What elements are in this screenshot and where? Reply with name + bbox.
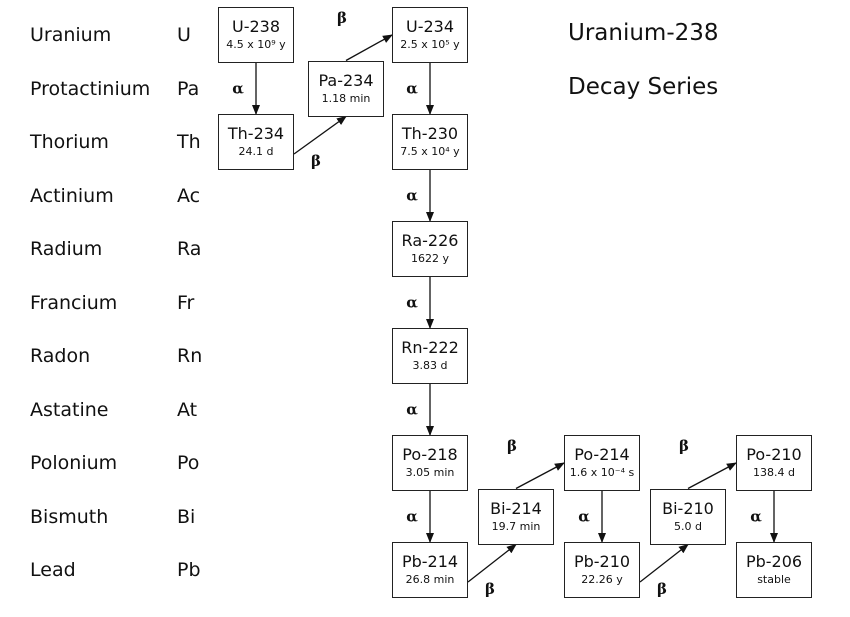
beta-decay-label: β bbox=[311, 152, 321, 170]
diagram-title-line1: Uranium-238 bbox=[568, 20, 719, 46]
nuclide-label: U-234 bbox=[405, 17, 455, 36]
alpha-decay-label: α bbox=[406, 80, 418, 98]
nuclide-label: Bi-214 bbox=[490, 498, 542, 518]
nuclide-box-th-234: Th-234 24.1 d bbox=[218, 114, 294, 170]
element-symbol: Po bbox=[177, 452, 200, 474]
nuclide-box-th-230: Th-230 7.5 x 10⁴ y bbox=[392, 114, 468, 170]
nuclide-label: Pb-210 bbox=[573, 552, 631, 571]
element-symbol: Ra bbox=[177, 238, 202, 260]
decay-arrow bbox=[515, 462, 565, 490]
beta-decay-label: β bbox=[337, 9, 347, 27]
half-life: 1622 y bbox=[410, 252, 449, 265]
alpha-decay-label: α bbox=[232, 80, 244, 98]
alpha-decay-label: α bbox=[578, 508, 590, 526]
element-name: Bismuth bbox=[30, 505, 109, 528]
nuclide-label: Po-218 bbox=[402, 445, 458, 464]
nuclide-box-ra-226: Ra-226 1622 y bbox=[392, 221, 468, 277]
half-life: 5.0 d bbox=[674, 519, 702, 533]
element-symbol: U bbox=[177, 24, 191, 46]
nuclide-box-pb-210: Pb-210 22.26 y bbox=[564, 542, 640, 598]
nuclide-label: Po-214 bbox=[574, 445, 630, 464]
half-life: 1.6 x 10⁻⁴ s bbox=[569, 466, 635, 479]
element-symbol: Pb bbox=[177, 559, 201, 581]
element-name: Actinium bbox=[30, 184, 114, 207]
nuclide-label: Th-230 bbox=[401, 124, 459, 143]
half-life: 2.5 x 10⁵ y bbox=[400, 38, 460, 51]
nuclide-box-rn-222: Rn-222 3.83 d bbox=[392, 328, 468, 384]
nuclide-label: U-238 bbox=[231, 17, 281, 36]
nuclide-box-po-210: Po-210 138.4 d bbox=[736, 435, 812, 491]
nuclide-box-u-238: U-238 4.5 x 10⁹ y bbox=[218, 7, 294, 63]
element-name: Polonium bbox=[30, 452, 118, 474]
element-symbol: Bi bbox=[177, 505, 196, 528]
element-name: Thorium bbox=[30, 131, 109, 153]
diagram-title-line2: Decay Series bbox=[568, 74, 719, 100]
element-name: Uranium bbox=[30, 24, 112, 46]
decay-arrow bbox=[293, 115, 347, 155]
half-life: 26.8 min bbox=[405, 573, 455, 586]
element-symbol: Fr bbox=[177, 291, 195, 314]
nuclide-box-pb-214: Pb-214 26.8 min bbox=[392, 542, 468, 598]
nuclide-box-u-234: U-234 2.5 x 10⁵ y bbox=[392, 7, 468, 63]
nuclide-box-pb-206: Pb-206 stable bbox=[736, 542, 812, 598]
half-life: stable bbox=[757, 573, 791, 586]
nuclide-box-po-214: Po-214 1.6 x 10⁻⁴ s bbox=[564, 435, 640, 491]
element-symbol: Rn bbox=[177, 345, 203, 367]
half-life: 4.5 x 10⁹ y bbox=[226, 38, 286, 51]
half-life: 3.83 d bbox=[412, 359, 448, 372]
half-life: 3.05 min bbox=[405, 466, 455, 479]
element-name: Astatine bbox=[30, 398, 109, 421]
decay-arrow bbox=[687, 462, 737, 490]
alpha-decay-label: α bbox=[406, 401, 418, 419]
element-name: Francium bbox=[30, 291, 118, 314]
nuclide-label: Po-210 bbox=[746, 445, 802, 464]
nuclide-label: Pb-214 bbox=[401, 552, 459, 571]
alpha-decay-label: α bbox=[406, 187, 418, 205]
beta-decay-label: β bbox=[657, 580, 667, 598]
element-name: Protactinium bbox=[30, 77, 151, 100]
half-life: 22.26 y bbox=[581, 573, 623, 586]
element-symbol: At bbox=[177, 398, 198, 421]
nuclide-label: Bi-210 bbox=[662, 498, 714, 518]
alpha-decay-label: α bbox=[750, 508, 762, 526]
nuclide-label: Th-234 bbox=[227, 124, 285, 143]
nuclide-label: Pa-234 bbox=[318, 70, 374, 90]
half-life: 19.7 min bbox=[491, 519, 541, 533]
nuclide-box-po-218: Po-218 3.05 min bbox=[392, 435, 468, 491]
element-name: Radon bbox=[30, 345, 91, 367]
nuclide-label: Rn-222 bbox=[401, 338, 459, 357]
element-symbol: Ac bbox=[177, 184, 201, 207]
nuclide-label: Pb-206 bbox=[745, 552, 803, 571]
half-life: 7.5 x 10⁴ y bbox=[400, 145, 460, 158]
decay-arrow bbox=[345, 34, 393, 62]
half-life: 24.1 d bbox=[238, 145, 274, 158]
beta-decay-label: β bbox=[485, 580, 495, 598]
beta-decay-label: β bbox=[679, 437, 689, 455]
beta-decay-label: β bbox=[507, 437, 517, 455]
element-symbol: Pa bbox=[177, 77, 200, 100]
element-symbol: Th bbox=[177, 131, 201, 153]
element-name: Lead bbox=[30, 559, 76, 581]
alpha-decay-label: α bbox=[406, 508, 418, 526]
half-life: 1.18 min bbox=[321, 91, 371, 105]
alpha-decay-label: α bbox=[406, 294, 418, 312]
element-name: Radium bbox=[30, 238, 103, 260]
nuclide-label: Ra-226 bbox=[401, 231, 459, 250]
decay-arrow bbox=[467, 543, 517, 583]
half-life: 138.4 d bbox=[753, 466, 795, 479]
decay-arrow bbox=[639, 543, 689, 583]
